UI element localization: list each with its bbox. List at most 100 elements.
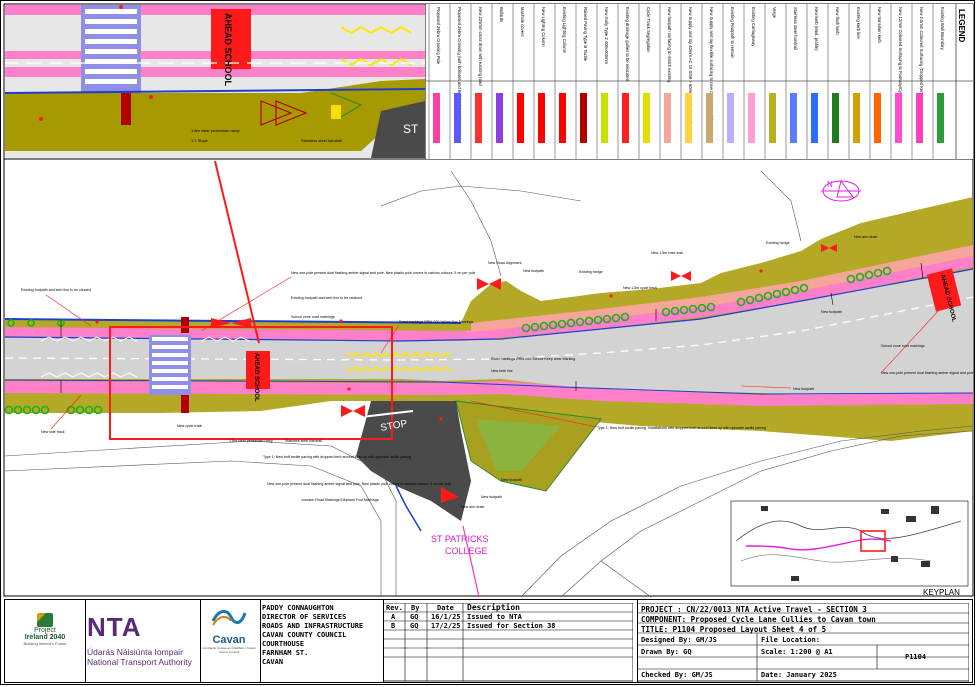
file-location: File Location: [761, 636, 821, 644]
nta-logo: NTA Údarás Náisiúnta Iompair National Tr… [87, 613, 197, 679]
rev-a-by: GQ [410, 613, 419, 621]
legend-item-swatch [643, 93, 650, 143]
scale: Scale: 1:200 @ A1 [761, 648, 833, 656]
annotation: New arm drain [461, 505, 484, 509]
legend-item-swatch [664, 93, 671, 143]
title-block [4, 599, 973, 683]
checked-by: Checked By: GM/JS [641, 671, 713, 679]
annotation: Type 1: New buff tactile paving with dro… [263, 455, 411, 459]
date: Date: January 2025 [761, 671, 837, 679]
revisions-table: Rev. By Date Description A GQ 16/1/25 Is… [383, 603, 633, 683]
side-road [356, 401, 471, 521]
legend-item-swatch [727, 93, 734, 143]
legend-item-label: New Supply and lay 40mm AC 10 SDB + 60mm… [688, 7, 693, 132]
annotation: New footpath [821, 310, 842, 314]
legend-item: New footpath surfacing to match existing [659, 4, 672, 159]
legend-item-label: New 225mm cross drain with existing road [478, 7, 483, 86]
legend-item-swatch [853, 93, 860, 143]
rev-b-desc: Issued for Section 38 [467, 622, 556, 630]
legend-item-swatch [811, 93, 818, 143]
site-plan: AHEAD SCHOOL AHEAD SCHOOL STOP ST PATRIC… [3, 3, 974, 598]
annotation: Existing hedge [766, 241, 790, 245]
annotation: New kerb line [491, 369, 513, 373]
stop-text: STOP [380, 418, 409, 434]
legend-item-swatch [475, 93, 482, 143]
legend-item-swatch [937, 93, 944, 143]
legend-item: Existing Lighting Column [554, 4, 567, 159]
legend-item-label: Existing drainage gullies to be relocate… [625, 7, 630, 82]
drawn-by: Drawn By: GQ [641, 648, 692, 656]
cavan-logo: Cavan Comhairle Contae an Chabháin / Cav… [202, 605, 256, 681]
legend-item-swatch [706, 93, 713, 143]
annotation: New one-pole present dual flashing amber… [881, 371, 974, 375]
council-line1: PADDY CONNAUGHTON [262, 604, 334, 612]
annotation: New cycle track [177, 424, 202, 428]
legend-item: Existing drainage gullies to be relocate… [617, 4, 630, 159]
annotation: Existing hedge [579, 270, 603, 274]
north-arrow: N [821, 179, 861, 202]
annotation: Junction Road Markings Elephant Foot Mar… [301, 498, 379, 502]
title-line: TITLE: P1104 Proposed Layout Sheet 4 of … [641, 625, 827, 634]
red-markers [95, 244, 837, 503]
inset-detail [4, 5, 426, 158]
annotation: New footpath [793, 387, 814, 391]
college-line2: COLLEGE [445, 546, 488, 556]
dimension-marks [60, 262, 924, 393]
legend-item-label: Existing Wall Boundary [940, 7, 945, 51]
legend-item-label: Existing Carriageway [751, 7, 756, 47]
footpath-north [471, 245, 973, 332]
legend-item-swatch [433, 93, 440, 143]
legend-title: LEGEND [957, 9, 966, 43]
rev-header-date: Date [437, 604, 454, 612]
annotation: School zone road markings [291, 315, 335, 319]
leader-lines [45, 276, 952, 430]
nta-main: NTA [87, 612, 142, 642]
inset-ramp-label: 1.8m clear pedestrian ramp [191, 128, 240, 133]
annotation: Road markings RRM 020 School Keep clear … [491, 357, 575, 361]
ahead-school-marking-right [926, 268, 962, 312]
legend-item-label: New Lighting Column [541, 7, 546, 47]
legend-item: New Gully Type 2 400x400mm [596, 4, 609, 159]
legend-item-swatch [580, 93, 587, 143]
legend-item: Existing kerb line [848, 4, 861, 159]
legend-item-swatch [748, 93, 755, 143]
legend-item-label: New transition kerb [877, 7, 882, 44]
legend-item: New Lighting Column [533, 4, 546, 159]
legend-item: Proposed Zebra Crossing (with bollards a… [449, 4, 462, 159]
legend-item-label: New flush kerb [835, 7, 840, 35]
council-address: PADDY CONNAUGHTON DIRECTOR OF SERVICES R… [262, 604, 380, 667]
annotation: Type 1: New buff tactile paving. Install… [597, 426, 766, 430]
legend-item-swatch [790, 93, 797, 143]
legend-item-swatch [517, 93, 524, 143]
pi-line3: Building Ireland's Future [23, 641, 67, 646]
legend-item-swatch [895, 93, 902, 143]
annotation: New one-pole present dual flashing amber… [267, 482, 451, 486]
legend-item: New Supply and lay flexible surfacing to… [701, 4, 714, 159]
annotation: New 1.5m road side [651, 251, 683, 255]
legend-item-swatch [874, 93, 881, 143]
legend-item-label: New 2.0mm Coloured Surfacing (Dropped Ke… [919, 7, 924, 97]
legend-item-swatch [832, 93, 839, 143]
legend-item-swatch [622, 93, 629, 143]
legend-item-label: New 12mm Coloured Surfacing to Footway/C… [898, 7, 903, 107]
yellow-box-marking [345, 352, 452, 372]
annotation: New footpath [501, 478, 522, 482]
legend-item: New flush kerb [827, 4, 840, 159]
legend-item-swatch [559, 93, 566, 143]
nta-english: National Transport Authority [87, 657, 192, 667]
legend-item-label: New footpath surfacing to match existing [667, 7, 672, 83]
annotation: New Road Alignment [488, 261, 522, 265]
annotation: Existing footpath and kerb line to be re… [291, 296, 362, 300]
rev-a-desc: Issued to NTA [467, 613, 522, 621]
legend-item-swatch [769, 93, 776, 143]
legend-item-label: Existing Lighting Column [562, 7, 567, 54]
grass-area [476, 419, 561, 471]
annotation: New footpath [481, 495, 502, 499]
legend-item-label: Bollards [499, 7, 504, 22]
cavan-wave-icon [211, 610, 247, 626]
legend-item-label: Proposed Zebra Crossing Pole [436, 7, 441, 65]
annotation: New arm drain [854, 235, 877, 239]
legend-item: New kerb (Mod. profile) [806, 4, 819, 159]
inset-slope-label: 1:7 Slope [191, 138, 209, 143]
college-line1: ST PATRICKS [431, 534, 489, 544]
